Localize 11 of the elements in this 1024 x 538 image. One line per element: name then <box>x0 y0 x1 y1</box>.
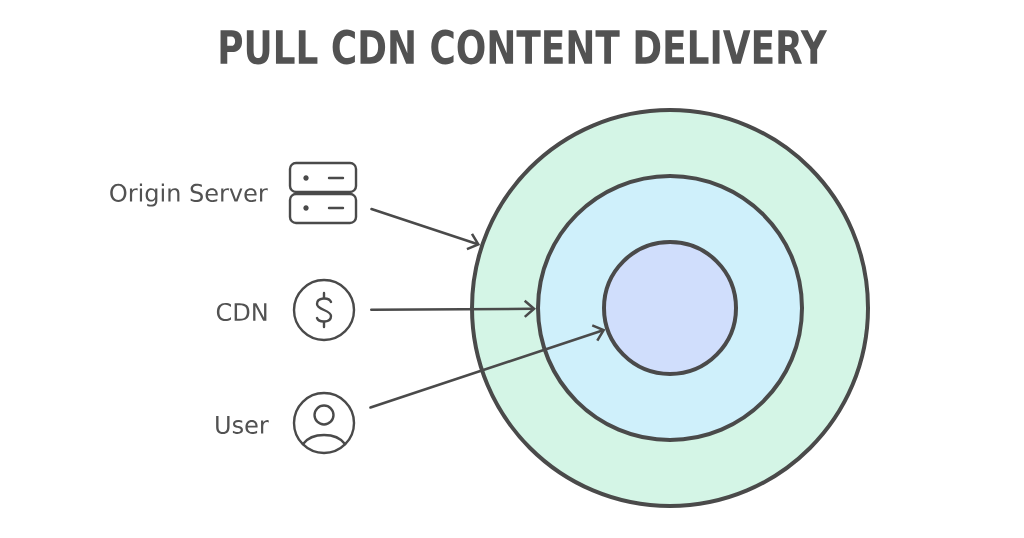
dollar-icon <box>292 278 356 342</box>
icon-label: CDN <box>216 302 267 322</box>
title: PULL CDN CONTENT DELIVERY <box>220 29 828 65</box>
arrow <box>369 324 606 409</box>
server-icon <box>288 161 358 225</box>
arrow <box>370 299 536 318</box>
icon-label: Origin Server <box>110 183 268 207</box>
inner-circle <box>602 240 738 376</box>
user-icon <box>292 391 356 455</box>
icon-label: User <box>216 416 269 434</box>
arrow <box>370 207 481 251</box>
